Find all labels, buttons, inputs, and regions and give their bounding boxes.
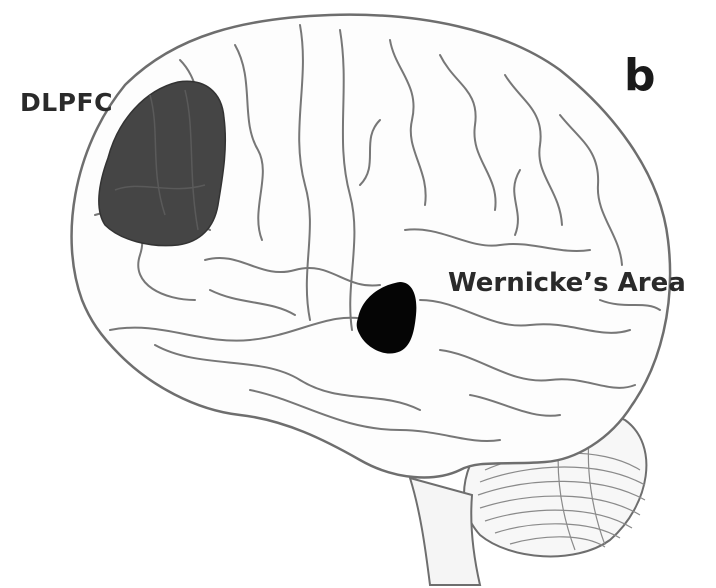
brain-stem (410, 478, 480, 585)
wernicke-area-label: Wernicke’s Area (448, 268, 686, 298)
dlpfc-label: DLPFC (20, 88, 113, 117)
panel-letter: b (624, 50, 656, 101)
